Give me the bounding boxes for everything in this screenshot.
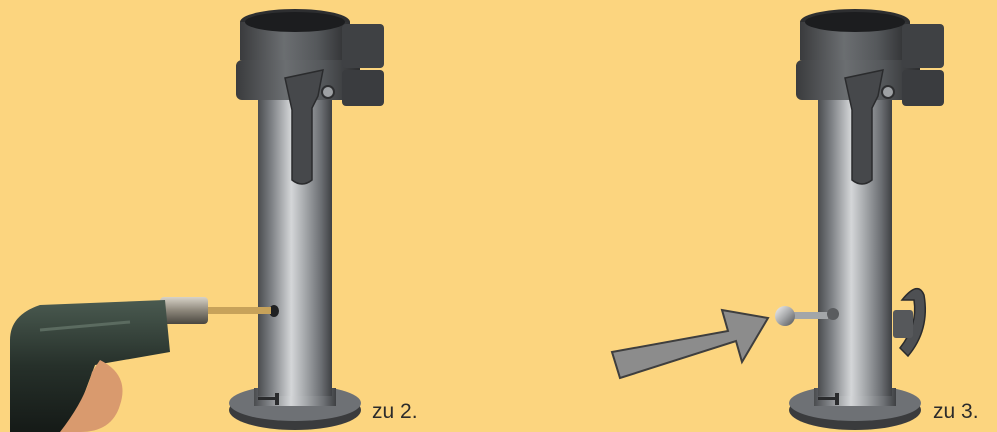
tube-assembly-step-2 xyxy=(775,9,944,430)
power-drill-icon xyxy=(10,297,271,432)
ball-lock-pin-icon xyxy=(775,306,839,326)
pin-ring-clip xyxy=(893,287,927,358)
clamp-lever xyxy=(844,69,884,185)
step-label-zu-2: zu 2. xyxy=(372,400,418,423)
clamp-lever xyxy=(284,69,324,185)
right-arrow-icon xyxy=(610,308,770,380)
drill-bit xyxy=(205,307,271,314)
tube-assembly-step-1 xyxy=(10,9,384,432)
drilled-hole xyxy=(269,305,279,317)
step-label-zu-3: zu 3. xyxy=(933,400,979,423)
